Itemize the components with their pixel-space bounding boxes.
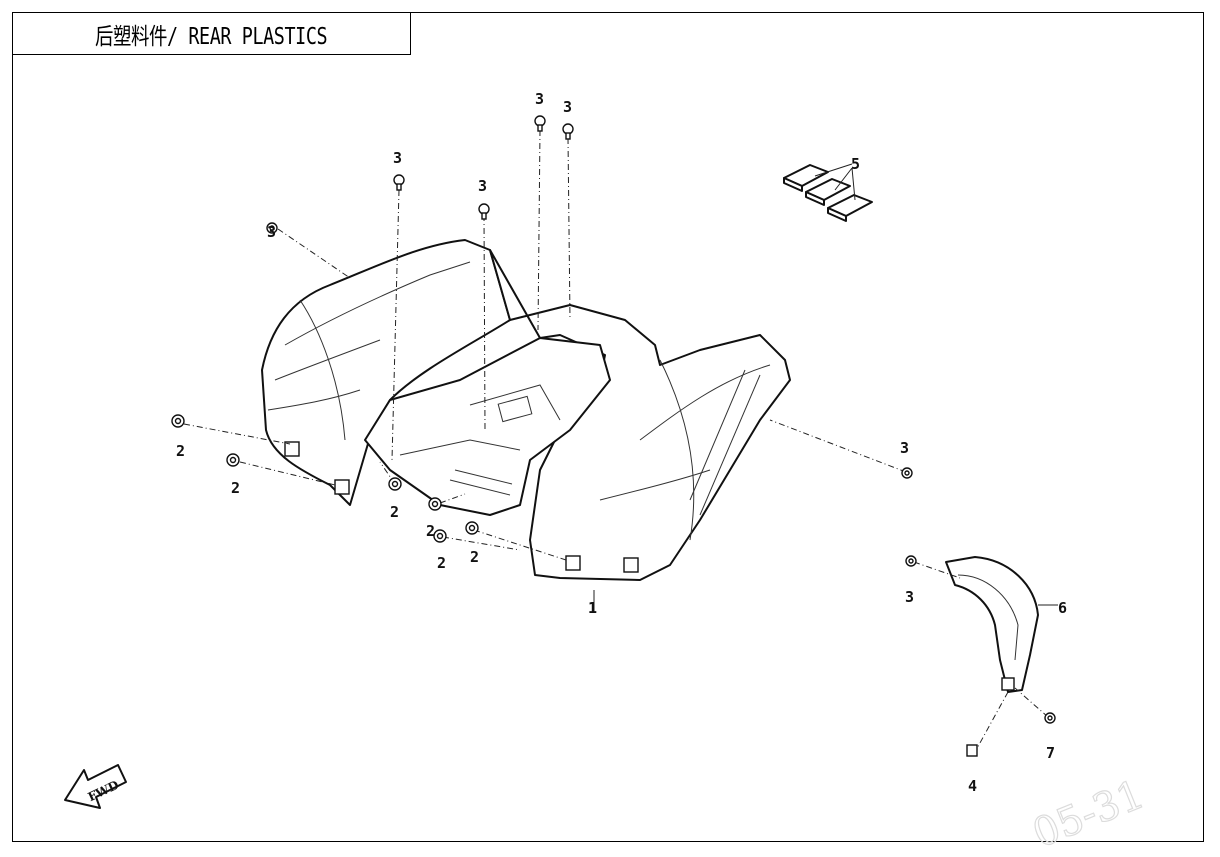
page-title: 后塑料件/ REAR PLASTICS — [95, 23, 328, 50]
screw-3 — [905, 555, 917, 567]
callout-7: 7 — [1046, 744, 1055, 762]
clip-2 — [433, 529, 447, 543]
screw-3 — [266, 222, 278, 234]
watermark-text: 05-31 — [1027, 771, 1151, 857]
clip-2 — [388, 477, 402, 491]
leader-lines — [183, 129, 1058, 753]
callout-2: 2 — [426, 522, 435, 540]
fasteners — [171, 115, 1056, 757]
clip-2 — [171, 414, 185, 428]
callout-3: 3 — [535, 90, 544, 108]
callout-4: 4 — [968, 777, 977, 795]
callout-3: 3 — [393, 149, 402, 167]
rear-fender-part-1 — [261, 239, 791, 581]
callout-3: 3 — [900, 439, 909, 457]
callout-6: 6 — [1058, 599, 1067, 617]
clip-2 — [428, 497, 442, 511]
callout-5: 5 — [851, 155, 860, 173]
callout-3: 3 — [905, 588, 914, 606]
clip-2 — [465, 521, 479, 535]
callout-3: 3 — [478, 177, 487, 195]
mounting-tab — [334, 479, 350, 495]
fwd-arrow: FWD — [64, 764, 127, 809]
callout-3: 3 — [267, 223, 276, 241]
callout-2: 2 — [437, 554, 446, 572]
callout-2: 2 — [176, 442, 185, 460]
callout-labels: 1 2 2 2 2 2 2 3 3 3 3 3 3 3 4 5 6 7 — [176, 90, 1067, 795]
pads-part-5 — [783, 163, 873, 222]
screw-7 — [1044, 712, 1056, 724]
callout-2: 2 — [390, 503, 399, 521]
screw-3 — [478, 203, 490, 220]
callout-2: 2 — [231, 479, 240, 497]
clip-2 — [226, 453, 240, 467]
nut-4 — [966, 744, 978, 757]
callout-3: 3 — [563, 98, 572, 116]
callout-1: 1 — [588, 599, 597, 617]
screw-3 — [562, 123, 574, 140]
mounting-tab — [623, 557, 639, 573]
screw-3 — [393, 174, 405, 191]
mounting-tab — [1001, 677, 1015, 691]
screw-3 — [901, 467, 913, 479]
mounting-tab — [565, 555, 581, 571]
screw-3 — [534, 115, 546, 132]
mud-flap-part-6 — [945, 556, 1039, 693]
drawing-frame — [12, 12, 1204, 842]
callout-2: 2 — [470, 548, 479, 566]
title-box: 后塑料件/ REAR PLASTICS — [12, 12, 411, 55]
mounting-tab — [284, 441, 300, 457]
